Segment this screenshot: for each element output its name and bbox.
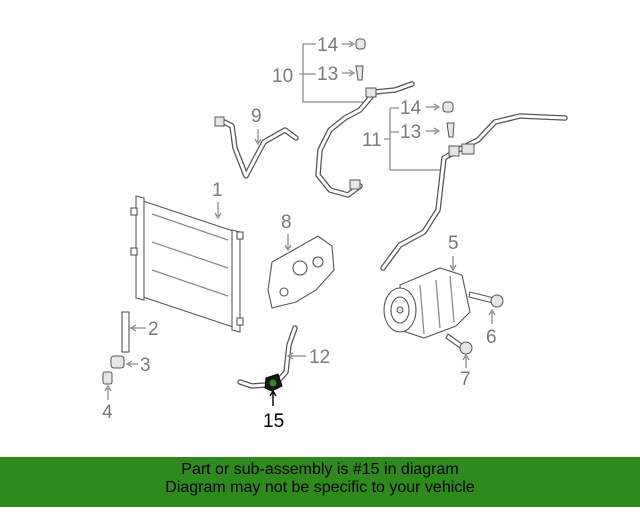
hose-assembly-10[interactable] <box>315 81 415 198</box>
callout-8[interactable]: 8 <box>281 212 292 233</box>
callout-4[interactable]: 4 <box>102 402 113 423</box>
seal-ring-14-mid[interactable] <box>442 101 454 113</box>
callout-12[interactable]: 12 <box>309 347 330 368</box>
banner-line-2: Diagram may not be specific to your vehi… <box>165 479 475 496</box>
callout-5[interactable]: 5 <box>448 233 459 254</box>
callout-11[interactable]: 11 <box>362 130 382 151</box>
callout-6[interactable]: 6 <box>486 327 497 348</box>
callout-3[interactable]: 3 <box>140 355 151 376</box>
seal-ring-14-top[interactable] <box>355 38 366 50</box>
bushing-4[interactable]: 4 <box>102 371 113 423</box>
callout-13-mid[interactable]: 13 <box>400 122 421 143</box>
hose-assembly-12[interactable]: 12 <box>237 325 330 389</box>
callout-1[interactable]: 1 <box>212 180 223 201</box>
compressor-bracket-8[interactable]: 8 <box>267 212 335 309</box>
seal-strip-2[interactable]: 2 <box>121 311 159 353</box>
valve-core-13-top[interactable] <box>355 65 364 81</box>
callout-15[interactable]: 15 <box>263 411 284 432</box>
callout-14-top[interactable]: 14 <box>317 35 339 56</box>
valve-core-13-mid[interactable] <box>446 122 455 138</box>
parts-diagram: 10 14 13 11 14 13 9 <box>102 35 568 432</box>
hose-assembly-9[interactable]: 9 <box>214 106 299 179</box>
part-15-highlighted[interactable]: 15 <box>263 373 284 432</box>
condenser-1[interactable]: 1 <box>130 180 244 333</box>
tube-assembly-11[interactable] <box>380 113 568 271</box>
callout-group-11: 11 14 13 <box>362 98 455 171</box>
callout-9[interactable]: 9 <box>251 106 262 127</box>
banner-line-1: Part or sub-assembly is #15 in diagram <box>181 461 459 478</box>
callout-2[interactable]: 2 <box>148 319 159 340</box>
callout-13-top[interactable]: 13 <box>317 64 338 85</box>
callout-7[interactable]: 7 <box>460 369 471 390</box>
bolt-7[interactable]: 7 <box>445 333 473 390</box>
compressor-5[interactable]: 5 <box>383 233 471 339</box>
bolt-6[interactable]: 6 <box>468 291 504 348</box>
callout-10[interactable]: 10 <box>272 66 293 87</box>
insulator-3[interactable]: 3 <box>110 355 151 376</box>
callout-group-10: 10 14 13 <box>272 35 370 103</box>
callout-14-mid[interactable]: 14 <box>400 98 422 119</box>
info-banner: Part or sub-assembly is #15 in diagram D… <box>0 457 640 507</box>
